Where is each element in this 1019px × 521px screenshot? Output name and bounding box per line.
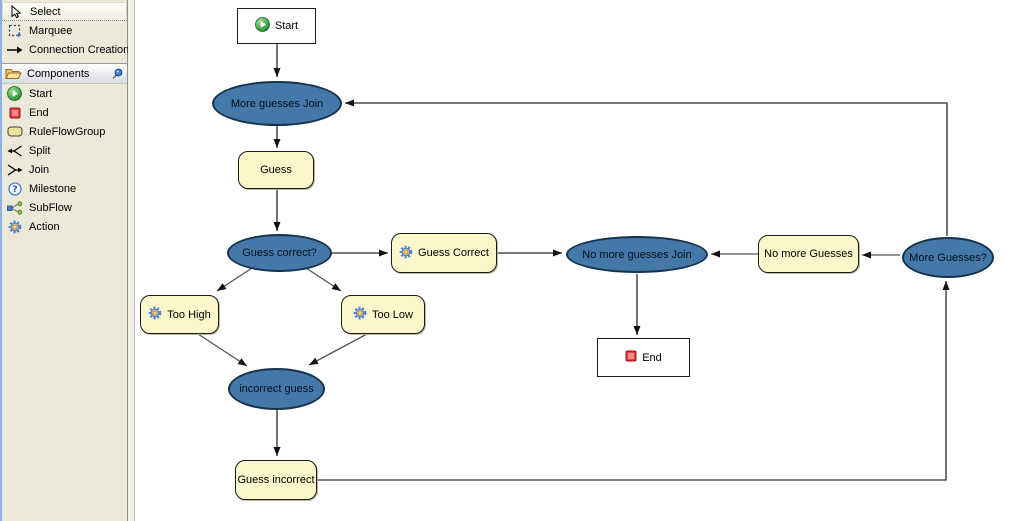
- folder-icon: [5, 67, 22, 80]
- node-too-high[interactable]: Too High: [140, 295, 219, 334]
- node-label: Start: [274, 20, 299, 32]
- node-more-guesses-join[interactable]: More guesses Join: [212, 81, 342, 126]
- node-label: Guess Correct: [418, 247, 489, 259]
- pin-icon[interactable]: [111, 67, 123, 80]
- split-icon: [6, 144, 23, 158]
- gear-icon: [148, 306, 162, 323]
- node-label: Too Low: [372, 308, 413, 321]
- node-label: Guess incorrect: [237, 474, 315, 486]
- milestone-icon: ?: [6, 181, 23, 196]
- end-stop-icon: [6, 107, 23, 119]
- edge-guess-incorrect-to-more-guesses[interactable]: [317, 281, 950, 481]
- palette-tool-label: Connection Creation: [29, 43, 130, 56]
- join-icon: [6, 163, 23, 177]
- palette-item-start[interactable]: Start: [2, 84, 127, 103]
- node-more-guesses[interactable]: More Guesses?: [902, 237, 994, 278]
- palette-item-ruleflowgroup[interactable]: RuleFlowGroup: [2, 122, 127, 141]
- palette-tool-connection-creation[interactable]: Connection Creation: [2, 40, 130, 59]
- palette-sash[interactable]: [128, 0, 135, 521]
- node-incorrect-guess[interactable]: incorrect guess: [228, 368, 325, 410]
- palette-item-label: End: [29, 106, 49, 119]
- marquee-icon: [6, 24, 23, 38]
- node-label: More guesses Join: [230, 97, 324, 110]
- palette-item-label: Start: [29, 87, 53, 100]
- palette-item-end[interactable]: End: [2, 103, 127, 122]
- node-guess[interactable]: Guess: [238, 151, 314, 189]
- play-icon: [254, 17, 270, 35]
- start-play-icon: [6, 86, 23, 101]
- palette-group-label: Components: [27, 67, 90, 80]
- connection-arrow-icon: [6, 45, 23, 55]
- edge-correct-to-too-low[interactable]: [305, 267, 342, 292]
- subflow-icon: [6, 200, 23, 215]
- palette-item-join[interactable]: Join: [2, 160, 127, 179]
- stop-icon: [625, 350, 637, 365]
- tool-palette: Select Marquee Connection Creation Compo…: [0, 0, 130, 521]
- palette-tool-label: Marquee: [29, 24, 73, 37]
- node-end[interactable]: End: [597, 338, 690, 377]
- node-guess-correct-action[interactable]: Guess Correct: [391, 233, 497, 273]
- edge-too-high-to-incorrect[interactable]: [197, 333, 248, 367]
- node-label: No more guesses Join: [582, 248, 692, 261]
- palette-item-label: RuleFlowGroup: [29, 125, 106, 138]
- node-label: Too High: [167, 308, 211, 321]
- palette-item-subflow[interactable]: SubFlow: [2, 198, 127, 217]
- edge-too-low-to-incorrect[interactable]: [308, 333, 368, 366]
- gear-icon: [399, 245, 413, 262]
- palette-item-label: SubFlow: [29, 201, 72, 214]
- node-no-more-guesses[interactable]: No more Guesses: [758, 235, 859, 273]
- palette-item-action[interactable]: Action: [2, 217, 127, 236]
- node-label: End: [642, 351, 662, 364]
- node-label: incorrect guess: [239, 383, 314, 395]
- palette-item-split[interactable]: Split: [2, 141, 127, 160]
- palette-group-components[interactable]: Components: [2, 63, 127, 84]
- node-label: No more Guesses: [764, 248, 853, 260]
- node-too-low[interactable]: Too Low: [341, 295, 425, 334]
- palette-tool-label: Select: [30, 5, 61, 18]
- node-label: Guess: [260, 164, 292, 176]
- palette-item-label: Join: [29, 163, 50, 176]
- edge-correct-to-too-high[interactable]: [216, 267, 253, 292]
- palette-tool-marquee[interactable]: Marquee: [2, 21, 127, 40]
- gear-icon: [353, 306, 367, 323]
- palette-item-milestone[interactable]: ? Milestone: [2, 179, 127, 198]
- node-label: More Guesses?: [909, 251, 987, 264]
- palette-item-label: Milestone: [29, 182, 77, 195]
- ruleflowgroup-icon: [6, 126, 23, 137]
- palette-item-label: Split: [29, 144, 51, 157]
- node-guess-correct[interactable]: Guess correct?: [227, 234, 332, 272]
- select-cursor-icon: [7, 4, 24, 19]
- edge-more-guesses-to-more-guesses-join[interactable]: [345, 99, 948, 236]
- palette-tool-select[interactable]: Select: [2, 2, 127, 21]
- node-guess-incorrect[interactable]: Guess incorrect: [235, 460, 317, 500]
- node-label: Guess correct?: [242, 247, 317, 259]
- action-gear-icon: [6, 220, 23, 234]
- node-start[interactable]: Start: [237, 8, 316, 44]
- palette-item-label: Action: [29, 220, 60, 233]
- svg-text:?: ?: [12, 185, 17, 195]
- node-no-more-guesses-join[interactable]: No more guesses Join: [566, 236, 708, 273]
